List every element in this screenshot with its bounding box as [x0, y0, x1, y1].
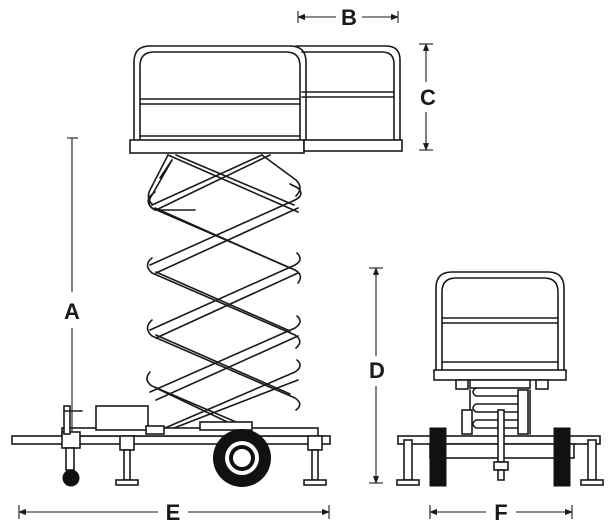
- dimension-label-e: E: [166, 500, 181, 525]
- side-outriggers: [61, 405, 327, 487]
- dimension-label-d: D: [369, 358, 385, 383]
- front-wheels: [429, 427, 571, 487]
- side-extension-base: [303, 139, 403, 152]
- front-platform-guardrail: [435, 271, 565, 373]
- front-chassis: [397, 409, 601, 481]
- front-view: [396, 271, 604, 487]
- dimension-label-a: A: [64, 299, 80, 324]
- dimension-b: B: [297, 5, 399, 30]
- side-deck-base: [129, 139, 305, 154]
- dimension-d: D: [369, 267, 385, 484]
- dimension-a: A: [64, 137, 80, 432]
- side-extension-deck: [295, 45, 401, 141]
- side-wheel: [213, 429, 271, 487]
- front-deck-base: [433, 369, 567, 381]
- front-outriggers: [396, 439, 604, 486]
- scissor-arms: [146, 154, 302, 429]
- dimension-label-f: F: [494, 500, 507, 525]
- front-scissor-stack: [455, 379, 549, 435]
- dimension-f: F: [429, 500, 573, 525]
- side-platform-guardrail: [133, 45, 307, 141]
- dimension-label-c: C: [420, 85, 436, 110]
- dimension-label-b: B: [341, 5, 357, 30]
- side-view: [11, 45, 403, 487]
- dimension-c: C: [419, 43, 436, 151]
- side-chassis: [11, 405, 331, 445]
- dimension-e: E: [18, 500, 330, 525]
